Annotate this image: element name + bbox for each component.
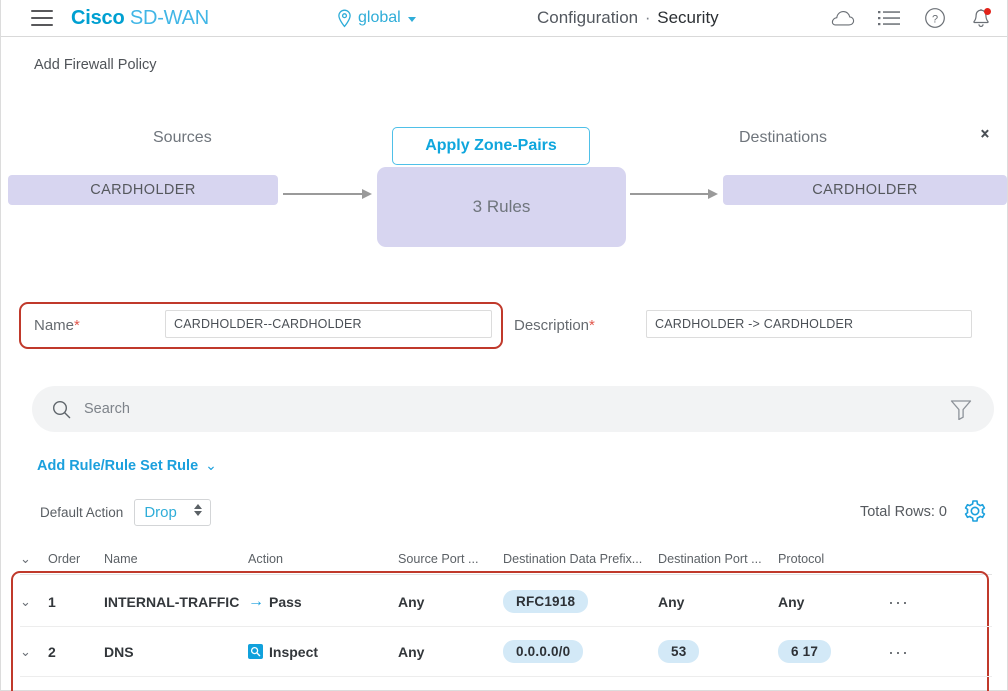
expand-all-icon[interactable]: ⌄ — [20, 552, 31, 565]
row-menu-button[interactable]: ··· — [888, 641, 992, 662]
description-input[interactable] — [646, 310, 972, 338]
row-expand-icon[interactable]: ⌄ — [20, 644, 31, 659]
page-title-separator: · — [644, 8, 651, 27]
policy-meta-fields: Name* Description* — [1, 295, 1008, 361]
brand-cisco: Cisco — [71, 6, 125, 29]
inspect-icon — [248, 644, 263, 659]
ellipsis-icon[interactable]: ··· — [888, 641, 909, 662]
chip-destination-prefix: 0.0.0.0/0 — [503, 640, 584, 663]
cloud-icon[interactable] — [831, 6, 855, 30]
cell-name: INTERNAL-TRAFFIC — [104, 593, 240, 610]
default-action-label: Default Action — [40, 505, 124, 520]
cell-name: DNS — [104, 643, 134, 660]
default-action-value: Drop — [144, 504, 177, 521]
add-rule-link[interactable]: Add Rule/Rule Set Rule ⌄ — [37, 457, 217, 474]
list-icon[interactable] — [877, 6, 901, 30]
cell-protocol: Any — [778, 593, 805, 610]
total-rows-label: Total Rows: 0 — [859, 504, 947, 520]
name-field-highlight — [19, 302, 503, 349]
chip-protocol: 6 17 — [778, 640, 832, 663]
table-row[interactable]: ⌄ 1 INTERNAL-TRAFFIC → Pass Any RFC1918 … — [20, 577, 992, 627]
column-header-name[interactable]: Name — [104, 551, 138, 566]
cell-destination-prefix: 0.0.0.0/0 — [503, 640, 658, 663]
rules-count-box[interactable]: 3 Rules — [377, 167, 626, 247]
description-label: Description* — [514, 317, 595, 334]
page-title-current: Security — [657, 8, 719, 27]
cell-destination-port: 53 — [658, 640, 778, 663]
cell-action-label: Inspect — [269, 643, 319, 660]
chevron-down-icon[interactable]: ⌄ — [978, 121, 992, 138]
column-header-source-port[interactable]: Source Port ... — [398, 551, 479, 566]
add-rule-label: Add Rule/Rule Set Rule — [37, 457, 199, 474]
cell-order: 2 — [48, 643, 56, 660]
arrow-right-icon: → — [248, 592, 264, 610]
arrow-rules-to-destination-icon — [630, 189, 718, 199]
notification-dot — [984, 8, 991, 15]
cell-action: → Pass — [248, 593, 398, 611]
cell-action-label: Pass — [269, 593, 302, 610]
brand-sdwan: SD-WAN — [129, 6, 209, 29]
cell-destination-port: Any — [658, 593, 685, 610]
chevron-down-icon: ⌄ — [205, 457, 217, 473]
rules-table: ⌄ Order Name Action Source Port ... Dest… — [20, 543, 992, 575]
name-label: Name* — [34, 317, 80, 334]
app-header: Cisco SD-WAN global Configuration · Secu… — [1, 0, 1007, 37]
chevron-up-icon[interactable]: ⌃ — [978, 132, 992, 149]
default-action-select[interactable]: Drop — [134, 499, 212, 526]
table-row[interactable]: ⌄ 3 HTTPS Inspect Any 0.0.0.0/0 — [20, 677, 992, 691]
search-input[interactable] — [84, 401, 950, 417]
help-icon[interactable]: ? — [923, 6, 947, 30]
destination-zone-box[interactable]: CARDHOLDER — [723, 175, 1007, 205]
sources-label: Sources — [153, 129, 212, 146]
bell-icon[interactable] — [969, 6, 993, 30]
cell-protocol: 6 17 — [778, 640, 888, 663]
zone-pair-diagram: Sources Destinations Apply Zone-Pairs CA… — [1, 79, 1008, 269]
default-action-group: Default Action Drop — [40, 499, 212, 526]
source-zone-box[interactable]: CARDHOLDER — [8, 175, 278, 205]
funnel-icon[interactable] — [950, 399, 972, 420]
page-title: Configuration · Security — [537, 8, 719, 28]
destinations-label: Destinations — [739, 129, 828, 146]
row-expand-icon[interactable]: ⌄ — [20, 594, 31, 609]
collapse-expand-control[interactable]: ⌄ ⌃ — [973, 121, 997, 149]
search-bar[interactable] — [32, 386, 994, 432]
global-label: global — [358, 9, 401, 26]
map-pin-icon — [337, 9, 352, 28]
row-menu-button[interactable]: ··· — [888, 591, 992, 612]
cell-order: 1 — [48, 593, 56, 610]
table-header-row: ⌄ Order Name Action Source Port ... Dest… — [20, 543, 992, 575]
arrow-source-to-rules-icon — [283, 189, 372, 199]
cell-destination-prefix: RFC1918 — [503, 590, 658, 613]
svg-text:?: ? — [932, 13, 938, 25]
column-header-order[interactable]: Order — [48, 551, 81, 566]
cell-source-port: Any — [398, 593, 425, 610]
column-header-protocol[interactable]: Protocol — [778, 551, 825, 566]
hamburger-icon[interactable] — [31, 10, 53, 26]
brand-logo: Cisco SD-WAN — [71, 7, 209, 30]
gear-icon[interactable] — [963, 499, 987, 528]
required-asterisk: * — [74, 317, 80, 334]
add-firewall-policy-title: Add Firewall Policy — [34, 57, 157, 73]
chip-destination-prefix: RFC1918 — [503, 590, 589, 613]
chip-destination-port: 53 — [658, 640, 700, 663]
apply-zone-pairs-button[interactable]: Apply Zone-Pairs — [392, 127, 590, 165]
column-header-destination-prefix[interactable]: Destination Data Prefix... — [503, 551, 643, 566]
page-title-prefix: Configuration — [537, 8, 639, 27]
column-header-action[interactable]: Action — [248, 551, 284, 566]
table-row[interactable]: ⌄ 2 DNS Inspect Any 0.0.0.0/0 — [20, 627, 992, 677]
cell-action: Inspect — [248, 644, 398, 660]
required-asterisk: * — [589, 317, 595, 334]
search-icon — [52, 400, 71, 419]
global-selector[interactable]: global — [337, 9, 416, 28]
cell-source-port: Any — [398, 643, 425, 660]
header-icon-group: ? — [831, 6, 993, 30]
ellipsis-icon[interactable]: ··· — [888, 591, 909, 612]
column-header-destination-port[interactable]: Destination Port ... — [658, 551, 762, 566]
stepper-arrows-icon — [194, 504, 203, 516]
name-input[interactable] — [165, 310, 492, 338]
chevron-down-icon — [407, 16, 416, 22]
table-body: ⌄ 1 INTERNAL-TRAFFIC → Pass Any RFC1918 … — [20, 577, 992, 691]
